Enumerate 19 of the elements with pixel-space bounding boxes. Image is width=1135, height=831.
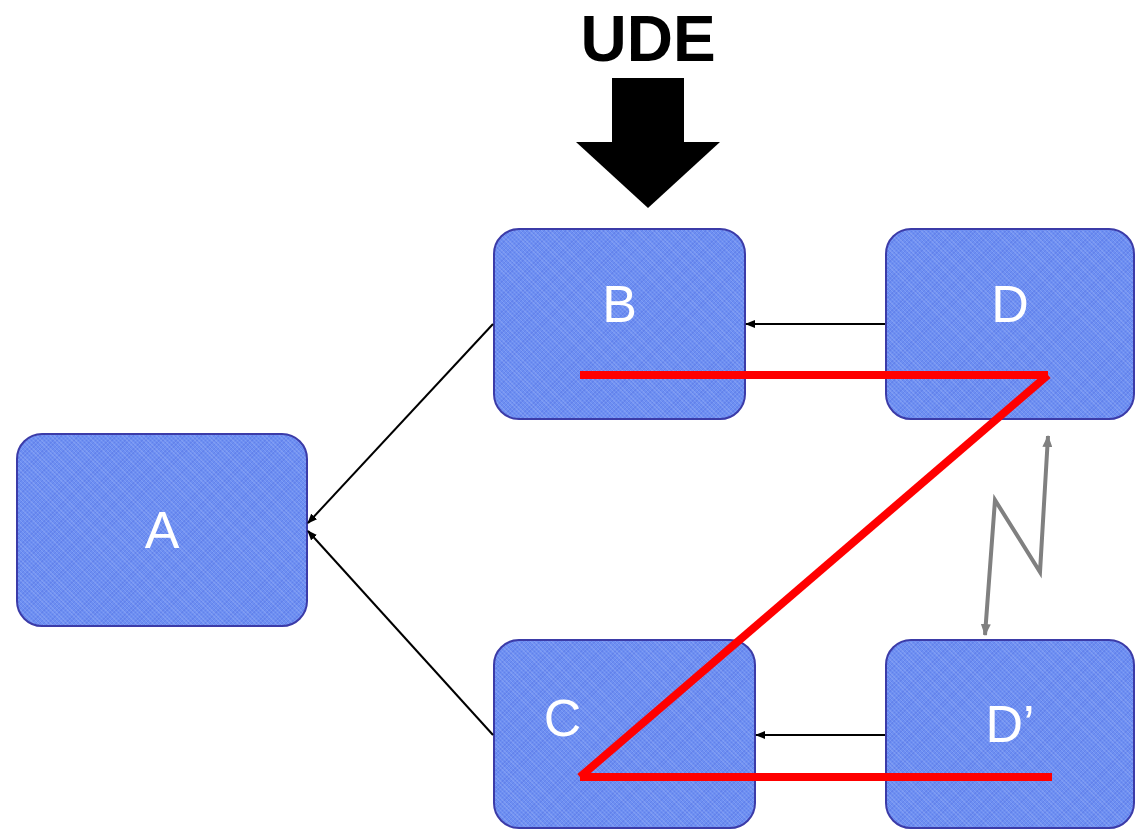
rounded-box [885,639,1135,829]
heading-label: UDE [580,7,716,71]
arrow [745,320,886,328]
node-label: C [543,692,582,744]
arrow [307,323,494,524]
arrow [755,731,886,739]
node-label: A [144,504,180,556]
node-label: D [991,278,1029,330]
rounded-box [493,228,746,420]
block-arrow [576,78,720,208]
rounded-box [885,228,1135,420]
node-label: D’ [985,698,1035,750]
rounded-box [16,433,308,627]
arrow [980,435,1053,636]
connector-line [580,371,1048,379]
rounded-box [493,639,756,829]
node-label: B [602,278,637,330]
arrow [307,530,494,736]
connector-line [580,773,1052,781]
